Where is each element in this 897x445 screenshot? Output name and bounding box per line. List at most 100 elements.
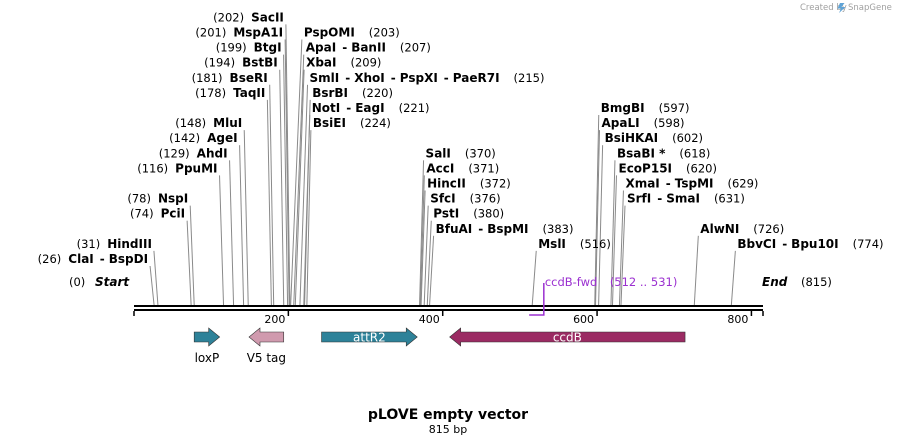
site-bseri: BseRI(181) xyxy=(192,71,268,85)
site-leader-line xyxy=(419,160,425,306)
enzyme-position: (178) xyxy=(195,86,226,100)
enzyme-name: PstI xyxy=(433,207,459,221)
feature-arrow xyxy=(449,327,686,347)
site-leader-line xyxy=(229,160,235,306)
site-bfuai-bspmi: BfuAI-BspMI(383) xyxy=(436,222,574,236)
enzyme-name: SmlI xyxy=(310,71,340,85)
enzyme-position: (380) xyxy=(473,207,504,221)
feature-label: ccdB xyxy=(553,331,582,345)
enzyme-name: AccI xyxy=(426,161,454,175)
name-separator: - xyxy=(478,222,483,236)
site-sacii: SacII(202) xyxy=(213,10,284,24)
feature-label: V5 tag xyxy=(247,351,286,365)
site-leader-line xyxy=(186,220,192,306)
enzyme-position: (221) xyxy=(399,101,430,115)
enzyme-position: (202) xyxy=(213,10,244,24)
enzyme-name: BseRI xyxy=(230,71,268,85)
enzyme-position: (370) xyxy=(465,146,496,160)
feature-ccdb: ccdB xyxy=(449,327,686,347)
enzyme-name: BstBI xyxy=(242,56,278,70)
enzyme-name: SrfI xyxy=(627,192,651,206)
site-leader-line xyxy=(531,250,537,306)
site-nspi: NspI(78) xyxy=(127,192,188,206)
enzyme-name: BsaBI * xyxy=(617,146,666,160)
site-labels: BspDI-ClaI(26)HindIII(31)PciI(74)NspI(78… xyxy=(38,10,884,266)
start-position: (0) xyxy=(69,275,85,289)
site-noti-eagi: NotI-EagI(221) xyxy=(312,101,430,115)
feature-label: attR2 xyxy=(353,331,386,345)
start-label: Start xyxy=(95,275,130,289)
enzyme-name: NspI xyxy=(158,192,188,206)
site-leader-line xyxy=(612,175,618,306)
enzyme-position: (726) xyxy=(753,222,784,236)
site-leader-line xyxy=(149,265,155,306)
end-position: (815) xyxy=(801,275,832,289)
enzyme-name: EagI xyxy=(355,101,384,115)
site-leader-line xyxy=(266,99,272,306)
name-separator: - xyxy=(345,71,350,85)
site-ecop15i: EcoP15I(620) xyxy=(619,161,717,175)
enzyme-position: (148) xyxy=(175,116,206,130)
enzyme-position: (224) xyxy=(360,116,391,130)
site-mspa1i: MspA1I(201) xyxy=(195,26,283,40)
enzyme-position: (220) xyxy=(362,86,393,100)
enzyme-position: (31) xyxy=(77,237,101,251)
enzyme-position: (203) xyxy=(369,26,400,40)
enzyme-name: MslI xyxy=(538,237,566,251)
enzyme-name: BsiEI xyxy=(313,116,346,130)
enzyme-name: BmgBI xyxy=(601,101,645,115)
site-sfci: SfcI(376) xyxy=(430,192,500,206)
site-alwni: AlwNI(726) xyxy=(700,222,784,236)
enzyme-position: (598) xyxy=(654,116,685,130)
enzyme-name: ClaI xyxy=(68,252,93,266)
site-bsiei: BsiEI (224) xyxy=(313,116,391,130)
site-leader-line xyxy=(294,69,305,306)
feature-loxp: loxP xyxy=(193,327,221,365)
enzyme-position: (774) xyxy=(853,237,884,251)
site-leader-line xyxy=(306,130,312,306)
site-hincii: HincII(372) xyxy=(427,177,511,191)
enzyme-name: Bpu10I xyxy=(791,237,838,251)
enzyme-name: ApaLI xyxy=(602,116,640,130)
site-leader-line xyxy=(284,39,290,306)
site-leader-line xyxy=(419,175,425,306)
enzyme-position: (116) xyxy=(137,161,168,175)
site-leader-line xyxy=(283,54,289,306)
enzyme-name: EcoP15I xyxy=(619,161,673,175)
site-leader-line xyxy=(610,160,616,306)
enzyme-name: XmaI xyxy=(625,177,659,191)
name-separator: - xyxy=(782,237,787,251)
site-bsrbi: BsrBI (220) xyxy=(312,86,393,100)
site-hindiii: HindIII(31) xyxy=(77,237,152,251)
enzyme-position: (209) xyxy=(351,56,382,70)
enzyme-position: (618) xyxy=(679,146,710,160)
enzyme-name: TspMI xyxy=(675,177,714,191)
site-bbvci-bpu10i: BbvCI-Bpu10I(774) xyxy=(737,237,883,251)
enzyme-position: (201) xyxy=(195,26,226,40)
site-xbai: XbaI(209) xyxy=(306,56,381,70)
enzyme-name: BsrBI xyxy=(312,86,348,100)
enzyme-name: XhoI xyxy=(354,71,385,85)
site-smli-xhoi-pspxi-paer7i: SmlI-XhoI-PspXI-PaeR7I(215) xyxy=(310,71,545,85)
enzyme-position: (602) xyxy=(672,131,703,145)
site-sali: SalI(370) xyxy=(426,146,496,160)
primer-arrow xyxy=(529,283,545,316)
feature-v5-tag: V5 tag xyxy=(247,327,286,365)
enzyme-name: BtgI xyxy=(254,41,282,55)
site-ppumi: PpuMI(116) xyxy=(137,161,217,175)
site-pcii: PciI(74) xyxy=(130,207,185,221)
enzyme-name: PciI xyxy=(161,207,186,221)
feature-attr2: attR2 xyxy=(321,327,418,347)
site-ahdi: AhdI(129) xyxy=(159,146,228,160)
tick-label: 400 xyxy=(419,313,440,326)
map-title: pLOVE empty vector xyxy=(368,407,528,423)
enzyme-position: (631) xyxy=(714,192,745,206)
enzyme-position: (194) xyxy=(204,56,235,70)
enzyme-position: (376) xyxy=(470,192,501,206)
site-leader-line xyxy=(293,54,305,306)
feature-arrow xyxy=(248,327,285,347)
feature-arrow xyxy=(321,327,418,347)
name-separator: - xyxy=(100,252,105,266)
site-leader-line xyxy=(730,250,736,306)
